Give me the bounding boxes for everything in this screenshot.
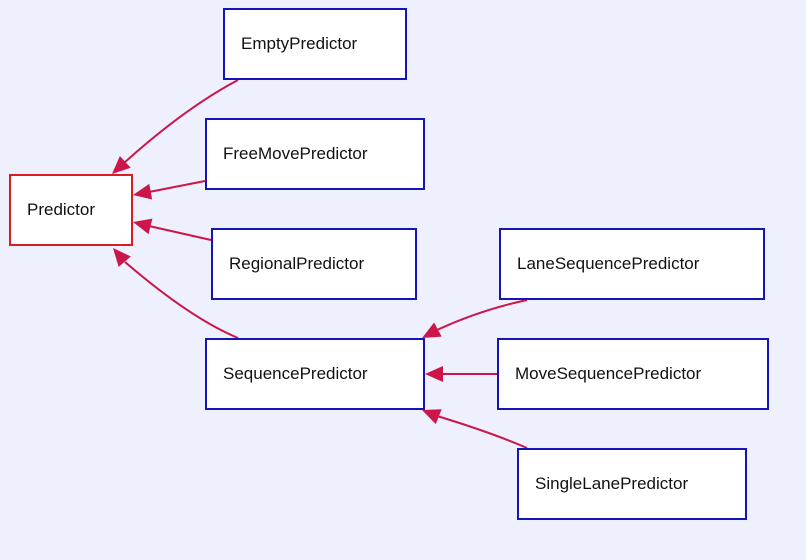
node-lane-sequence-predictor[interactable]: LaneSequencePredictor (499, 228, 765, 300)
arrowhead (133, 183, 153, 200)
edge-single_lane-to-sequence (422, 409, 528, 449)
arrowhead (133, 218, 153, 235)
node-sequence-predictor-label: SequencePredictor (223, 364, 368, 383)
node-regional-predictor-label: RegionalPredictor (229, 254, 365, 273)
arrowhead (422, 409, 442, 425)
node-predictor-label: Predictor (27, 200, 96, 219)
node-move-sequence-predictor-label: MoveSequencePredictor (515, 364, 702, 383)
edge-move_sequence-to-sequence (425, 366, 497, 382)
node-free-move-predictor[interactable]: FreeMovePredictor (205, 118, 425, 190)
node-free-move-predictor-label: FreeMovePredictor (223, 144, 368, 163)
arrowhead (422, 322, 442, 338)
arrowhead (425, 366, 443, 382)
edge-sequence-to-predictor (113, 248, 239, 339)
node-regional-predictor[interactable]: RegionalPredictor (211, 228, 417, 300)
node-empty-predictor-label: EmptyPredictor (241, 34, 358, 53)
node-sequence-predictor[interactable]: SequencePredictor (205, 338, 425, 410)
node-lane-sequence-predictor-label: LaneSequencePredictor (517, 254, 700, 273)
arrowhead (112, 155, 131, 174)
node-single-lane-predictor-label: SingleLanePredictor (535, 474, 689, 493)
node-predictor[interactable]: Predictor (9, 174, 133, 246)
node-move-sequence-predictor[interactable]: MoveSequencePredictor (497, 338, 769, 410)
edge-regional-to-predictor (133, 218, 212, 241)
node-empty-predictor[interactable]: EmptyPredictor (223, 8, 407, 80)
node-single-lane-predictor[interactable]: SingleLanePredictor (517, 448, 747, 520)
arrowhead (113, 248, 131, 267)
edge-empty-to-predictor (112, 79, 239, 174)
edge-free_move-to-predictor (133, 180, 206, 200)
edge-lane_sequence-to-sequence (422, 299, 528, 338)
